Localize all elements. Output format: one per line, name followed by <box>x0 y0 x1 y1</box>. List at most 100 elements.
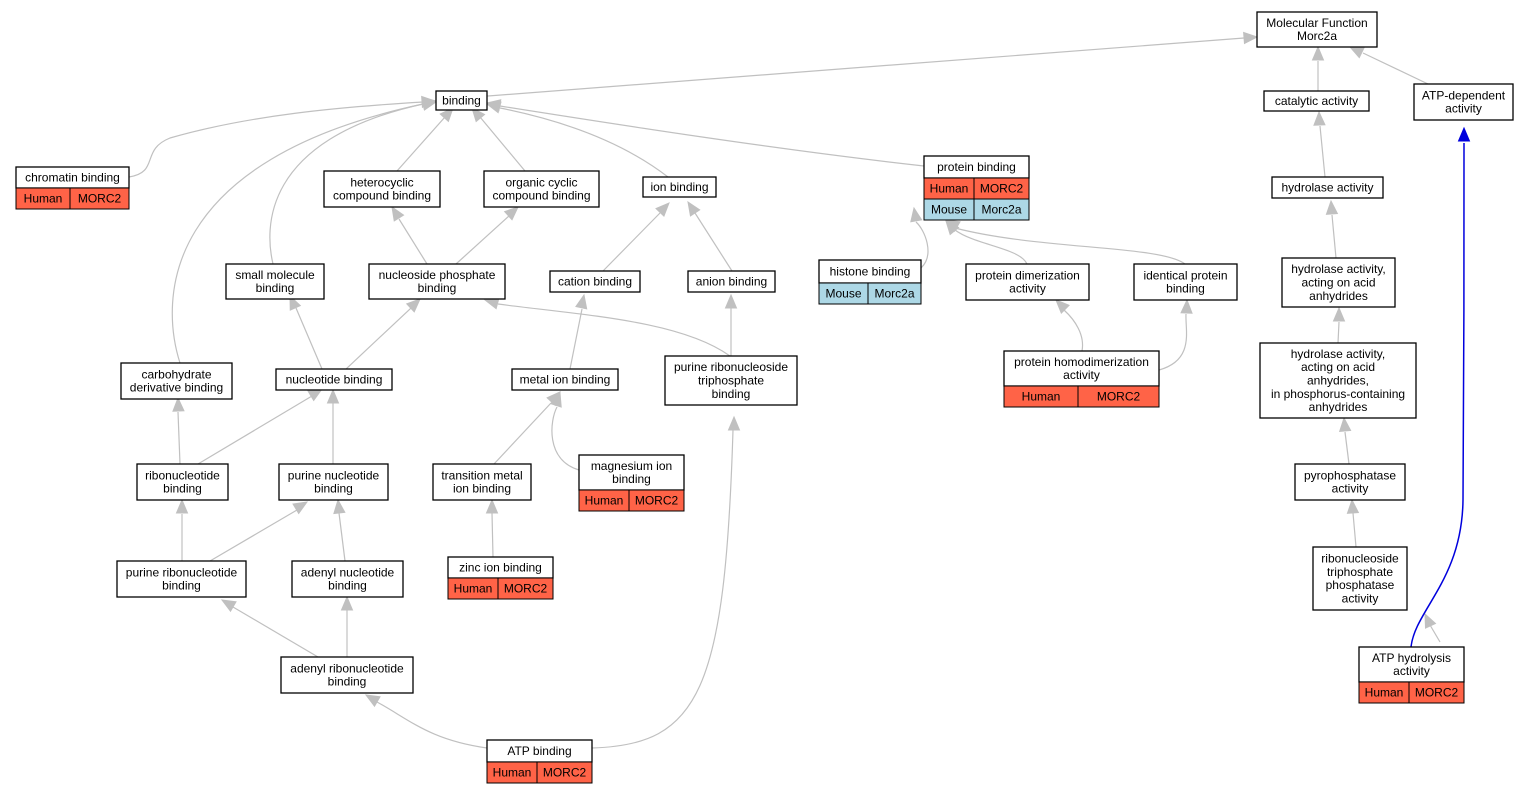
gene-cell <box>69 187 130 210</box>
term-box <box>1358 646 1465 683</box>
term-label: activity <box>1009 282 1046 296</box>
edge <box>398 218 428 265</box>
edge <box>396 116 446 172</box>
arrowhead-icon <box>1180 298 1193 314</box>
term-label: ATP hydrolysis <box>1372 651 1451 665</box>
term-label: catalytic activity <box>1275 94 1358 108</box>
edge <box>479 116 526 172</box>
term-box <box>1413 83 1514 121</box>
arrowhead-icon <box>727 415 741 431</box>
term-label: identical protein <box>1143 268 1227 282</box>
term-label: protein binding <box>937 160 1016 174</box>
term-label: activity <box>1445 102 1482 116</box>
term-label: triphosphate <box>698 374 764 388</box>
term-label: ATP-dependent <box>1422 88 1506 102</box>
arrowhead-icon <box>503 206 519 221</box>
term-label: acting on acid <box>1301 360 1375 374</box>
term-label: adenyl nucleotide <box>301 565 395 579</box>
term-label: adenyl ribonucleotide <box>290 661 404 675</box>
edge <box>197 395 313 465</box>
term-label: triphosphate <box>1327 565 1393 579</box>
term-box <box>642 176 717 198</box>
arrowhead-icon <box>485 99 502 112</box>
edge <box>915 221 929 269</box>
term-label: chromatin binding <box>25 171 120 185</box>
term-label: binding <box>442 94 481 108</box>
edge <box>455 215 510 265</box>
arrowhead-icon <box>326 388 340 404</box>
term-box <box>549 270 641 293</box>
highlighted-edge <box>1410 142 1465 648</box>
term-label: small molecule <box>235 268 315 282</box>
term-label: purine ribonucleotide <box>126 565 238 579</box>
term-label: Molecular Function <box>1266 16 1367 30</box>
term-label: metal ion binding <box>520 373 611 387</box>
term-label: ion binding <box>453 482 511 496</box>
term-label: anhydrides, <box>1307 374 1369 388</box>
term-label: ribonucleoside <box>1321 552 1399 566</box>
arrowhead-icon <box>1311 45 1325 61</box>
edge <box>435 37 1245 101</box>
term-box <box>483 170 600 208</box>
arrowhead-icon <box>1325 199 1339 215</box>
term-box <box>291 560 404 598</box>
go-term-node-hydroacid: hydrolase activity,acting on acidanhydri… <box>1281 257 1396 308</box>
species-label: Human <box>1365 686 1404 700</box>
edge <box>1337 321 1340 344</box>
gene-label: Morc2a <box>981 203 1021 217</box>
term-box <box>368 263 506 300</box>
term-box <box>136 463 229 501</box>
edge <box>209 509 298 562</box>
edge <box>569 308 583 370</box>
term-label: histone binding <box>830 265 911 279</box>
term-label: binding <box>418 281 457 295</box>
term-label: compound binding <box>333 189 431 203</box>
term-label: acting on acid <box>1301 276 1375 290</box>
gene-cell <box>867 282 922 305</box>
term-box <box>435 90 488 111</box>
term-label: binding <box>163 482 202 496</box>
gene-cell <box>628 489 685 512</box>
edge <box>171 103 424 364</box>
term-label: nucleoside phosphate <box>379 268 496 282</box>
term-label: activity <box>1393 664 1430 678</box>
term-label: purine ribonucleoside <box>674 360 788 374</box>
term-label: activity <box>1342 591 1379 605</box>
term-label: Morc2a <box>1297 29 1337 43</box>
term-box <box>1263 90 1370 112</box>
arrowhead-icon <box>1346 498 1360 514</box>
term-label: purine nucleotide <box>288 468 380 482</box>
term-label: protein homodimerization <box>1014 355 1149 369</box>
term-box <box>323 170 441 208</box>
edge <box>295 307 323 370</box>
arrowhead-icon <box>485 498 499 514</box>
arrowhead-icon <box>421 97 438 110</box>
term-box <box>1294 463 1406 501</box>
term-box <box>1259 342 1417 419</box>
gene-cell <box>1408 681 1465 704</box>
arrowhead-icon <box>1338 416 1352 432</box>
arrowhead-icon <box>944 219 961 233</box>
arrowhead-icon <box>340 595 354 611</box>
edge <box>376 701 488 749</box>
edge <box>1331 214 1337 259</box>
arrowhead-icon <box>910 206 923 223</box>
term-label: binding <box>328 675 367 689</box>
gene-label: MORC2 <box>78 192 122 206</box>
go-term-node-catalytic: catalytic activity <box>1263 90 1370 112</box>
term-label: ion binding <box>650 180 708 194</box>
term-box <box>1133 263 1238 301</box>
edge <box>1362 52 1429 85</box>
gene-label: MORC2 <box>980 182 1024 196</box>
edge <box>551 406 580 471</box>
